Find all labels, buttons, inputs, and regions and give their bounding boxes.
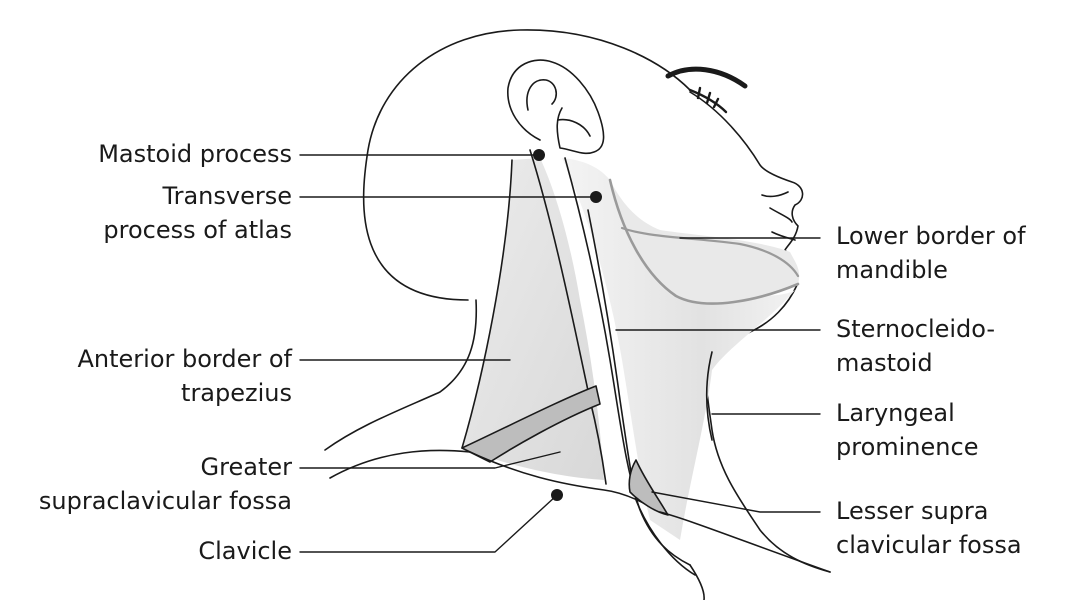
leader-lesser-fossa: [651, 491, 821, 513]
lips: [769, 207, 796, 241]
trapezius-border: [461, 159, 513, 449]
greater-fossa-band: [461, 385, 601, 463]
ear: [507, 59, 605, 155]
earlobe-edge: [557, 118, 591, 137]
clavicle-line: [469, 451, 661, 513]
dot-clavicle: [551, 489, 563, 501]
leader-clavicle: [299, 495, 557, 553]
lesser-fossa: [628, 459, 669, 516]
ear-inner: [526, 79, 558, 111]
label-sternocleidomastoid: Sternocleido- mastoid: [836, 315, 996, 377]
label-transverse-process-atlas: Transverse process of atlas: [103, 182, 292, 244]
label-lower-border-mandible: Lower border of mandible: [836, 222, 1026, 284]
dot-mastoid: [533, 149, 545, 161]
scm-medial: [587, 209, 696, 576]
chest-lower: [689, 564, 705, 600]
chest-contour: [659, 511, 831, 573]
nostril: [761, 191, 789, 198]
mandible-shading: [610, 180, 800, 304]
mandible-border: [608, 178, 800, 305]
label-lesser-supraclavicular-fossa: Lesser supra clavicular fossa: [836, 497, 1022, 559]
scm-front: [564, 157, 691, 566]
label-laryngeal-prominence: Laryngeal prominence: [836, 399, 979, 461]
neck-posterior-line: [529, 149, 607, 485]
mandible-border-inner: [620, 226, 800, 278]
front-neck: [705, 351, 713, 441]
eyebrow: [665, 66, 748, 89]
neck-back-curve: [324, 299, 478, 451]
head-outline: [362, 29, 691, 301]
label-clavicle: Clavicle: [198, 537, 292, 565]
label-anterior-border-trapezius: Anterior border of trapezius: [77, 345, 292, 407]
label-greater-supraclavicular-fossa: Greater supraclavicular fossa: [38, 453, 292, 515]
dot-atlas: [590, 191, 602, 203]
scm-shading: [562, 158, 795, 540]
leader-lines: [299, 154, 821, 553]
shoulder-line: [329, 449, 471, 479]
eye: [688, 86, 728, 114]
leader-greater-fossa: [299, 451, 561, 469]
label-mastoid-process: Mastoid process: [98, 140, 292, 168]
